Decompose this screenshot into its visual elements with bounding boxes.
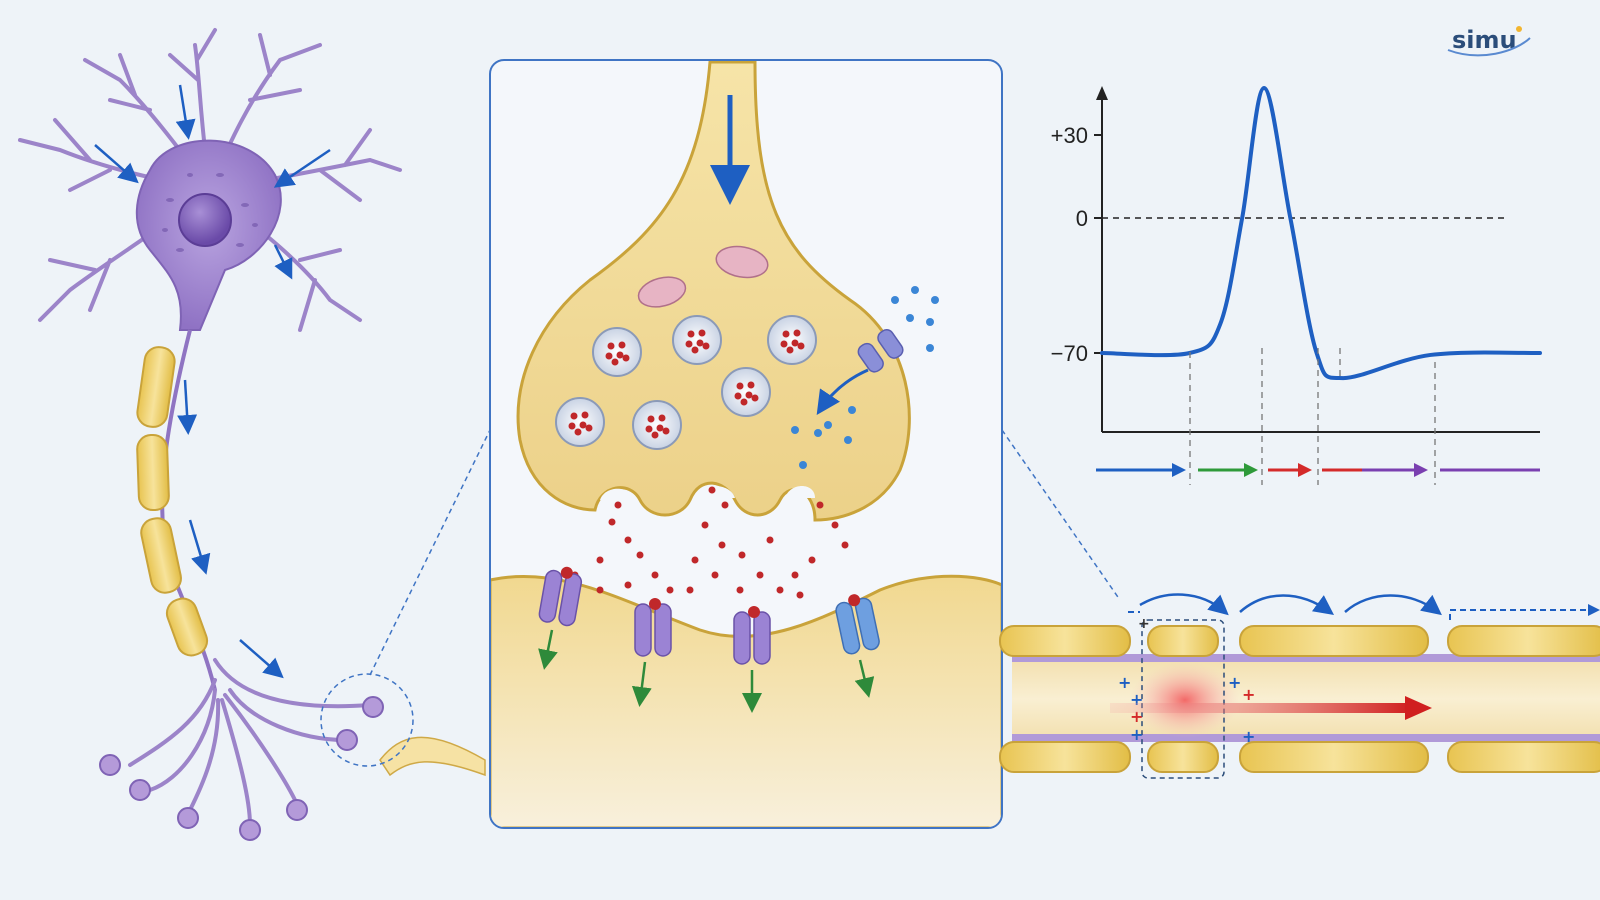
axon-membrane-bottom — [1012, 734, 1600, 742]
logo-swoosh — [1447, 37, 1531, 57]
neurotransmitter-molecule — [691, 556, 699, 564]
calcium-influx-arrow — [816, 368, 869, 415]
neurotransmitter-molecule — [808, 556, 816, 564]
action-potential-curve — [1100, 85, 1542, 381]
continuing-arrow — [1128, 609, 1592, 620]
receptor-3 — [733, 606, 771, 665]
myelin-sheath-bottom — [999, 741, 1600, 773]
action-potential-graph: +30 0 −70 — [1051, 85, 1542, 485]
neurotransmitter-molecule — [701, 521, 709, 529]
svg-text:+: + — [1242, 685, 1255, 704]
neurotransmitter-molecule — [831, 521, 839, 529]
propagation-arrow — [1110, 696, 1432, 720]
zoom-connector-right — [1001, 429, 1121, 601]
neurotransmitter-molecule — [596, 556, 604, 564]
synapse-panel — [489, 59, 1003, 829]
neurotransmitter-molecule — [796, 591, 804, 599]
postsynaptic-receptors — [538, 566, 880, 665]
phase-dividers — [1189, 348, 1436, 485]
neurotransmitter-molecule — [624, 536, 632, 544]
calcium-channel — [857, 329, 904, 373]
svg-text:+: + — [1138, 616, 1150, 632]
nucleus — [178, 193, 232, 247]
svg-text:+: + — [1118, 673, 1131, 692]
mitochondria — [637, 245, 769, 308]
calcium-ions — [791, 286, 939, 469]
terminal-boutons — [99, 696, 384, 841]
saltatory-arrows — [1139, 593, 1442, 616]
neurotransmitter-molecule — [738, 551, 746, 559]
nissl-bodies — [162, 173, 258, 252]
ion-flow-arrows — [538, 629, 875, 713]
myelin-sheath-top — [999, 625, 1600, 657]
neurotransmitter-molecule — [718, 541, 726, 549]
tick-label-zero: 0 — [1076, 206, 1088, 231]
zoom-connector-left — [369, 429, 491, 676]
neurotransmitters — [571, 486, 849, 599]
tick-label-plus30: +30 — [1051, 123, 1088, 148]
postsynaptic-dendrite — [379, 736, 486, 777]
logo-dot — [1516, 26, 1522, 32]
logo-text: simu — [1452, 26, 1517, 54]
neurotransmitter-molecule — [816, 501, 824, 509]
receptor-4 — [835, 594, 880, 655]
neurotransmitter-molecule — [776, 586, 784, 594]
neurotransmitter-molecule — [841, 541, 849, 549]
neurotransmitter-molecule — [711, 571, 719, 579]
zoom-circle — [320, 673, 414, 767]
depolarization-zone — [1130, 662, 1240, 738]
neurotransmitter-molecule — [624, 581, 632, 589]
neurotransmitter-molecule — [721, 501, 729, 509]
neurotransmitter-molecule — [736, 586, 744, 594]
receptor-1 — [538, 566, 583, 627]
neurotransmitter-molecule — [614, 501, 622, 509]
myelin-sheath-left — [136, 346, 209, 657]
neurotransmitter-molecule — [636, 551, 644, 559]
neuron-illustration — [18, 28, 486, 841]
neurotransmitter-molecule — [791, 571, 799, 579]
continuing-arrowhead — [1588, 604, 1600, 616]
y-axis-arrowhead — [1096, 86, 1108, 100]
neurotransmitter-molecule — [756, 571, 764, 579]
neurotransmitter-molecule — [708, 486, 716, 494]
simu-logo: simu — [1447, 26, 1531, 57]
y-ticks — [1094, 134, 1102, 354]
svg-text:+: + — [1242, 727, 1255, 746]
tick-label-minus70: −70 — [1051, 341, 1088, 366]
axon-membrane-top — [1012, 654, 1600, 662]
receptor-2 — [634, 598, 672, 657]
svg-text:+: + — [1130, 725, 1143, 744]
fusion-pores — [600, 486, 815, 500]
neurotransmitter-molecule — [596, 586, 604, 594]
neurotransmitter-molecule — [651, 571, 659, 579]
phase-arrows — [1096, 463, 1540, 477]
neurotransmitter-molecule — [766, 536, 774, 544]
myelinated-axon-segment: + + + + + + + + — [999, 593, 1600, 779]
signal-arrows — [94, 84, 331, 679]
neurotransmitter-molecule — [666, 586, 674, 594]
svg-text:+: + — [1228, 673, 1241, 692]
axon-terminals — [128, 658, 372, 827]
synaptic-vesicles — [555, 315, 817, 450]
neurotransmitter-molecule — [608, 518, 616, 526]
neurotransmitter-molecule — [686, 586, 694, 594]
